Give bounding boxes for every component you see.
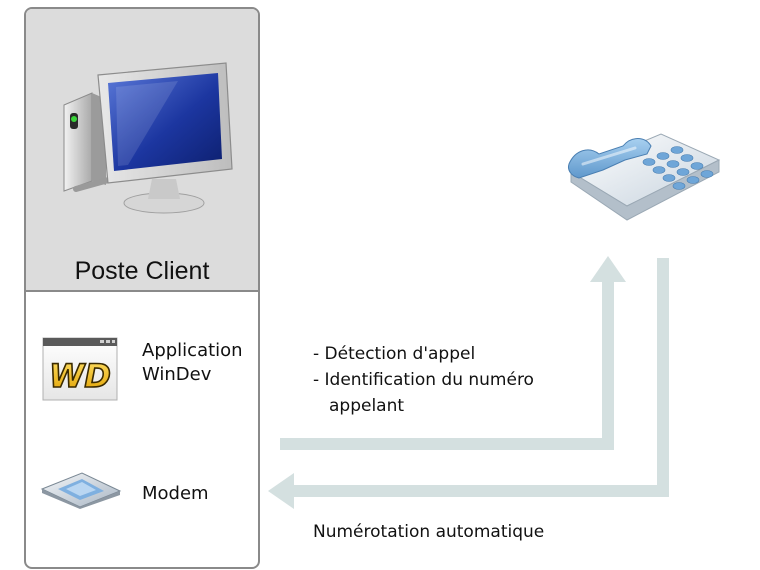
detection-arrow-head (590, 256, 626, 282)
client-station-title: Poste Client (74, 257, 210, 285)
detection-item-call: - Détection d'appel (313, 344, 476, 364)
dialing-arrow-head (268, 473, 294, 509)
client-station-box: Poste Client WD Application WinDev (24, 7, 260, 569)
detection-caption: - Détection d'appel - Identification du … (313, 341, 534, 419)
computer-icon (63, 62, 233, 214)
application-windev-label: Application WinDev (142, 339, 243, 387)
detection-arrow (280, 282, 614, 450)
modem-icon (40, 472, 122, 509)
application-label-line2: WinDev (142, 364, 212, 385)
modem-label: Modem (142, 483, 209, 504)
telephone-icon (568, 133, 721, 221)
dialing-caption: Numérotation automatique (313, 522, 545, 542)
detection-item-number: - Identification du numéro (313, 370, 534, 390)
dialing-arrow (292, 258, 669, 497)
client-station-header: Poste Client (26, 9, 258, 292)
application-label-line1: Application (142, 340, 243, 361)
windev-logo-icon: WD (42, 337, 118, 401)
detection-item-number-cont: appelant (329, 396, 405, 416)
svg-text:WD: WD (49, 357, 111, 395)
